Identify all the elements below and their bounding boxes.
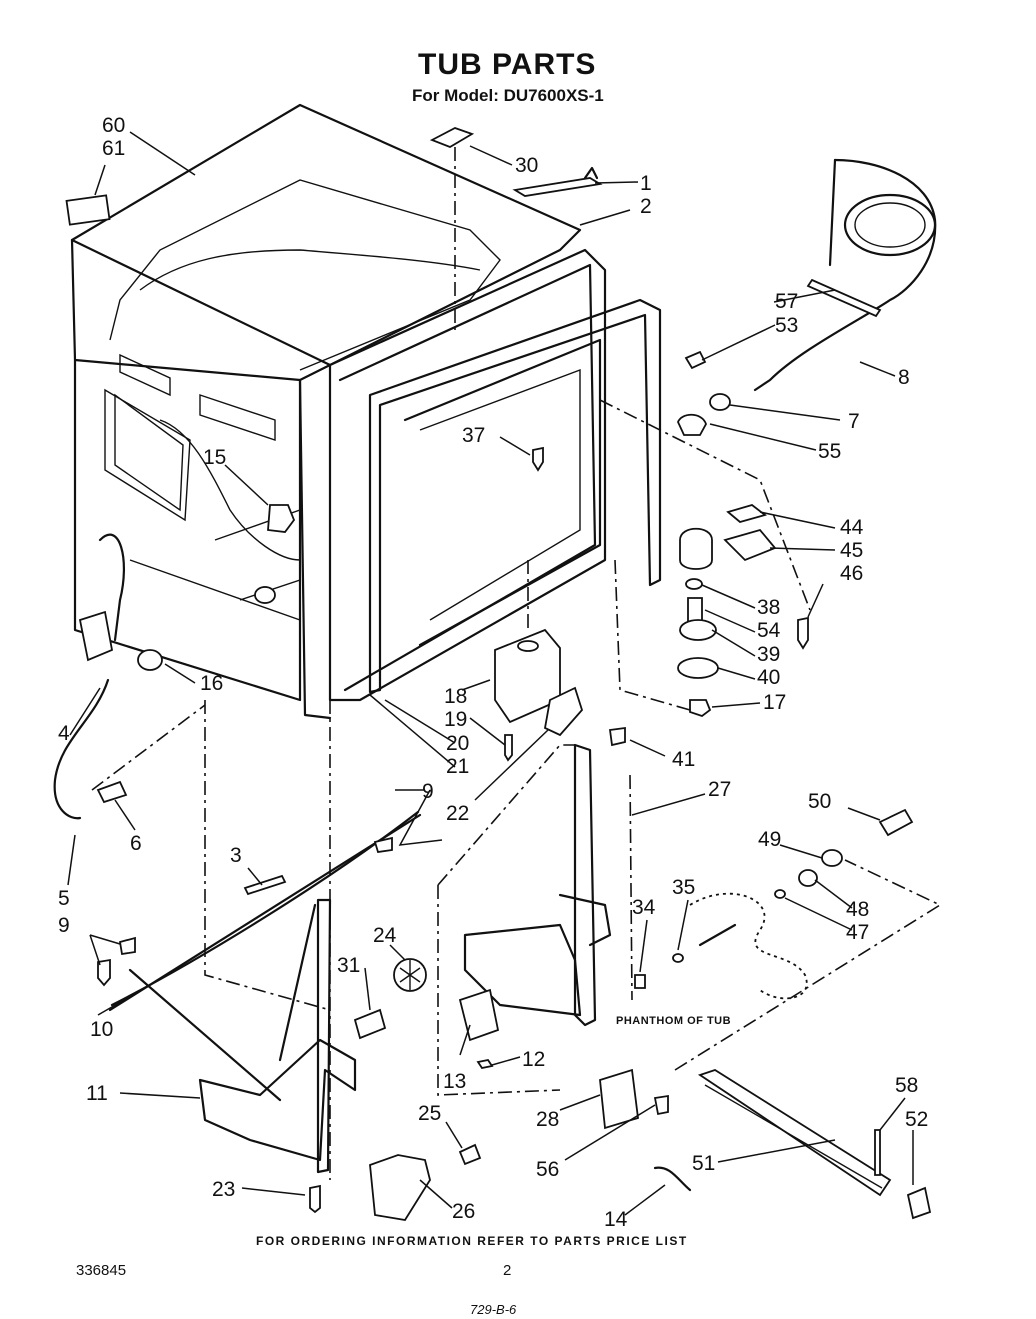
callout-52: 52 [905, 1108, 928, 1131]
callout-5: 5 [58, 887, 70, 910]
callout-31: 31 [337, 954, 360, 977]
callout-3: 3 [230, 844, 242, 867]
top-parts [65, 127, 603, 330]
callout-53: 53 [775, 314, 798, 337]
callout-51: 51 [692, 1152, 715, 1175]
callout-49: 49 [758, 828, 781, 851]
callout-10: 10 [90, 1018, 113, 1041]
callout-45: 45 [840, 539, 863, 562]
drain-parts [369, 859, 942, 1221]
callout-38: 38 [757, 596, 780, 619]
callout-4: 4 [58, 722, 70, 745]
document-number: 336845 [76, 1262, 127, 1279]
leader-lines [67, 131, 914, 1216]
callout-labels: 60 61 30 1 2 57 53 8 7 55 37 15 44 45 46… [58, 114, 928, 1231]
callout-11: 11 [86, 1082, 108, 1105]
door-gasket [328, 248, 662, 1180]
callout-19: 19 [444, 708, 467, 731]
callout-1: 1 [640, 172, 652, 195]
callout-22: 22 [446, 802, 469, 825]
callout-6: 6 [130, 832, 142, 855]
pump-bracket [353, 743, 633, 1096]
callout-40: 40 [757, 666, 780, 689]
callout-55: 55 [818, 440, 841, 463]
callout-57: 57 [775, 290, 798, 313]
callout-27: 27 [708, 778, 731, 801]
callout-37: 37 [462, 424, 485, 447]
callout-30: 30 [515, 154, 538, 177]
center-parts [494, 560, 626, 762]
callout-41: 41 [672, 748, 695, 771]
callout-54: 54 [757, 619, 781, 642]
callout-12: 12 [522, 1048, 545, 1071]
callout-46: 46 [840, 562, 863, 585]
inlet-hose-assembly [53, 504, 296, 820]
callout-28: 28 [536, 1108, 559, 1131]
page-title: TUB PARTS [418, 48, 597, 81]
lower-left-parts [97, 700, 422, 1214]
page-number: 2 [503, 1262, 512, 1279]
callout-26: 26 [452, 1200, 475, 1223]
callout-16: 16 [200, 672, 223, 695]
callout-44: 44 [840, 516, 864, 539]
callout-56: 56 [536, 1158, 559, 1181]
callout-13: 13 [443, 1070, 466, 1093]
callout-35: 35 [672, 876, 695, 899]
callout-58: 58 [895, 1074, 918, 1097]
callout-39: 39 [757, 643, 780, 666]
callout-2: 2 [640, 195, 652, 218]
callout-23: 23 [212, 1178, 235, 1201]
callout-24: 24 [373, 924, 397, 947]
tub-cabinet [70, 103, 582, 720]
handwritten-code: 729-B-6 [470, 1302, 517, 1317]
callout-47: 47 [846, 921, 869, 944]
callout-25: 25 [418, 1102, 441, 1125]
callout-8: 8 [898, 366, 910, 389]
callout-17: 17 [763, 691, 786, 714]
right-small-parts [532, 350, 811, 718]
callout-48: 48 [846, 898, 869, 921]
callout-20: 20 [446, 732, 469, 755]
callout-7: 7 [848, 410, 860, 433]
fill-fittings [634, 808, 914, 1000]
phantom-label: PHANTHOM OF TUB [616, 1015, 731, 1027]
callout-50: 50 [808, 790, 831, 813]
model-subtitle: For Model: DU7600XS-1 [412, 86, 604, 105]
ordering-note: FOR ORDERING INFORMATION REFER TO PARTS … [256, 1234, 688, 1248]
callout-9b: 9 [58, 914, 70, 937]
callout-9: 9 [422, 780, 434, 803]
callout-18: 18 [444, 685, 467, 708]
callout-34: 34 [632, 896, 656, 919]
callout-60: 60 [102, 114, 125, 137]
callout-14: 14 [604, 1208, 628, 1231]
callout-21: 21 [446, 755, 469, 778]
callout-61: 61 [102, 137, 125, 160]
hose-coil [753, 158, 937, 392]
callout-15: 15 [203, 446, 226, 469]
